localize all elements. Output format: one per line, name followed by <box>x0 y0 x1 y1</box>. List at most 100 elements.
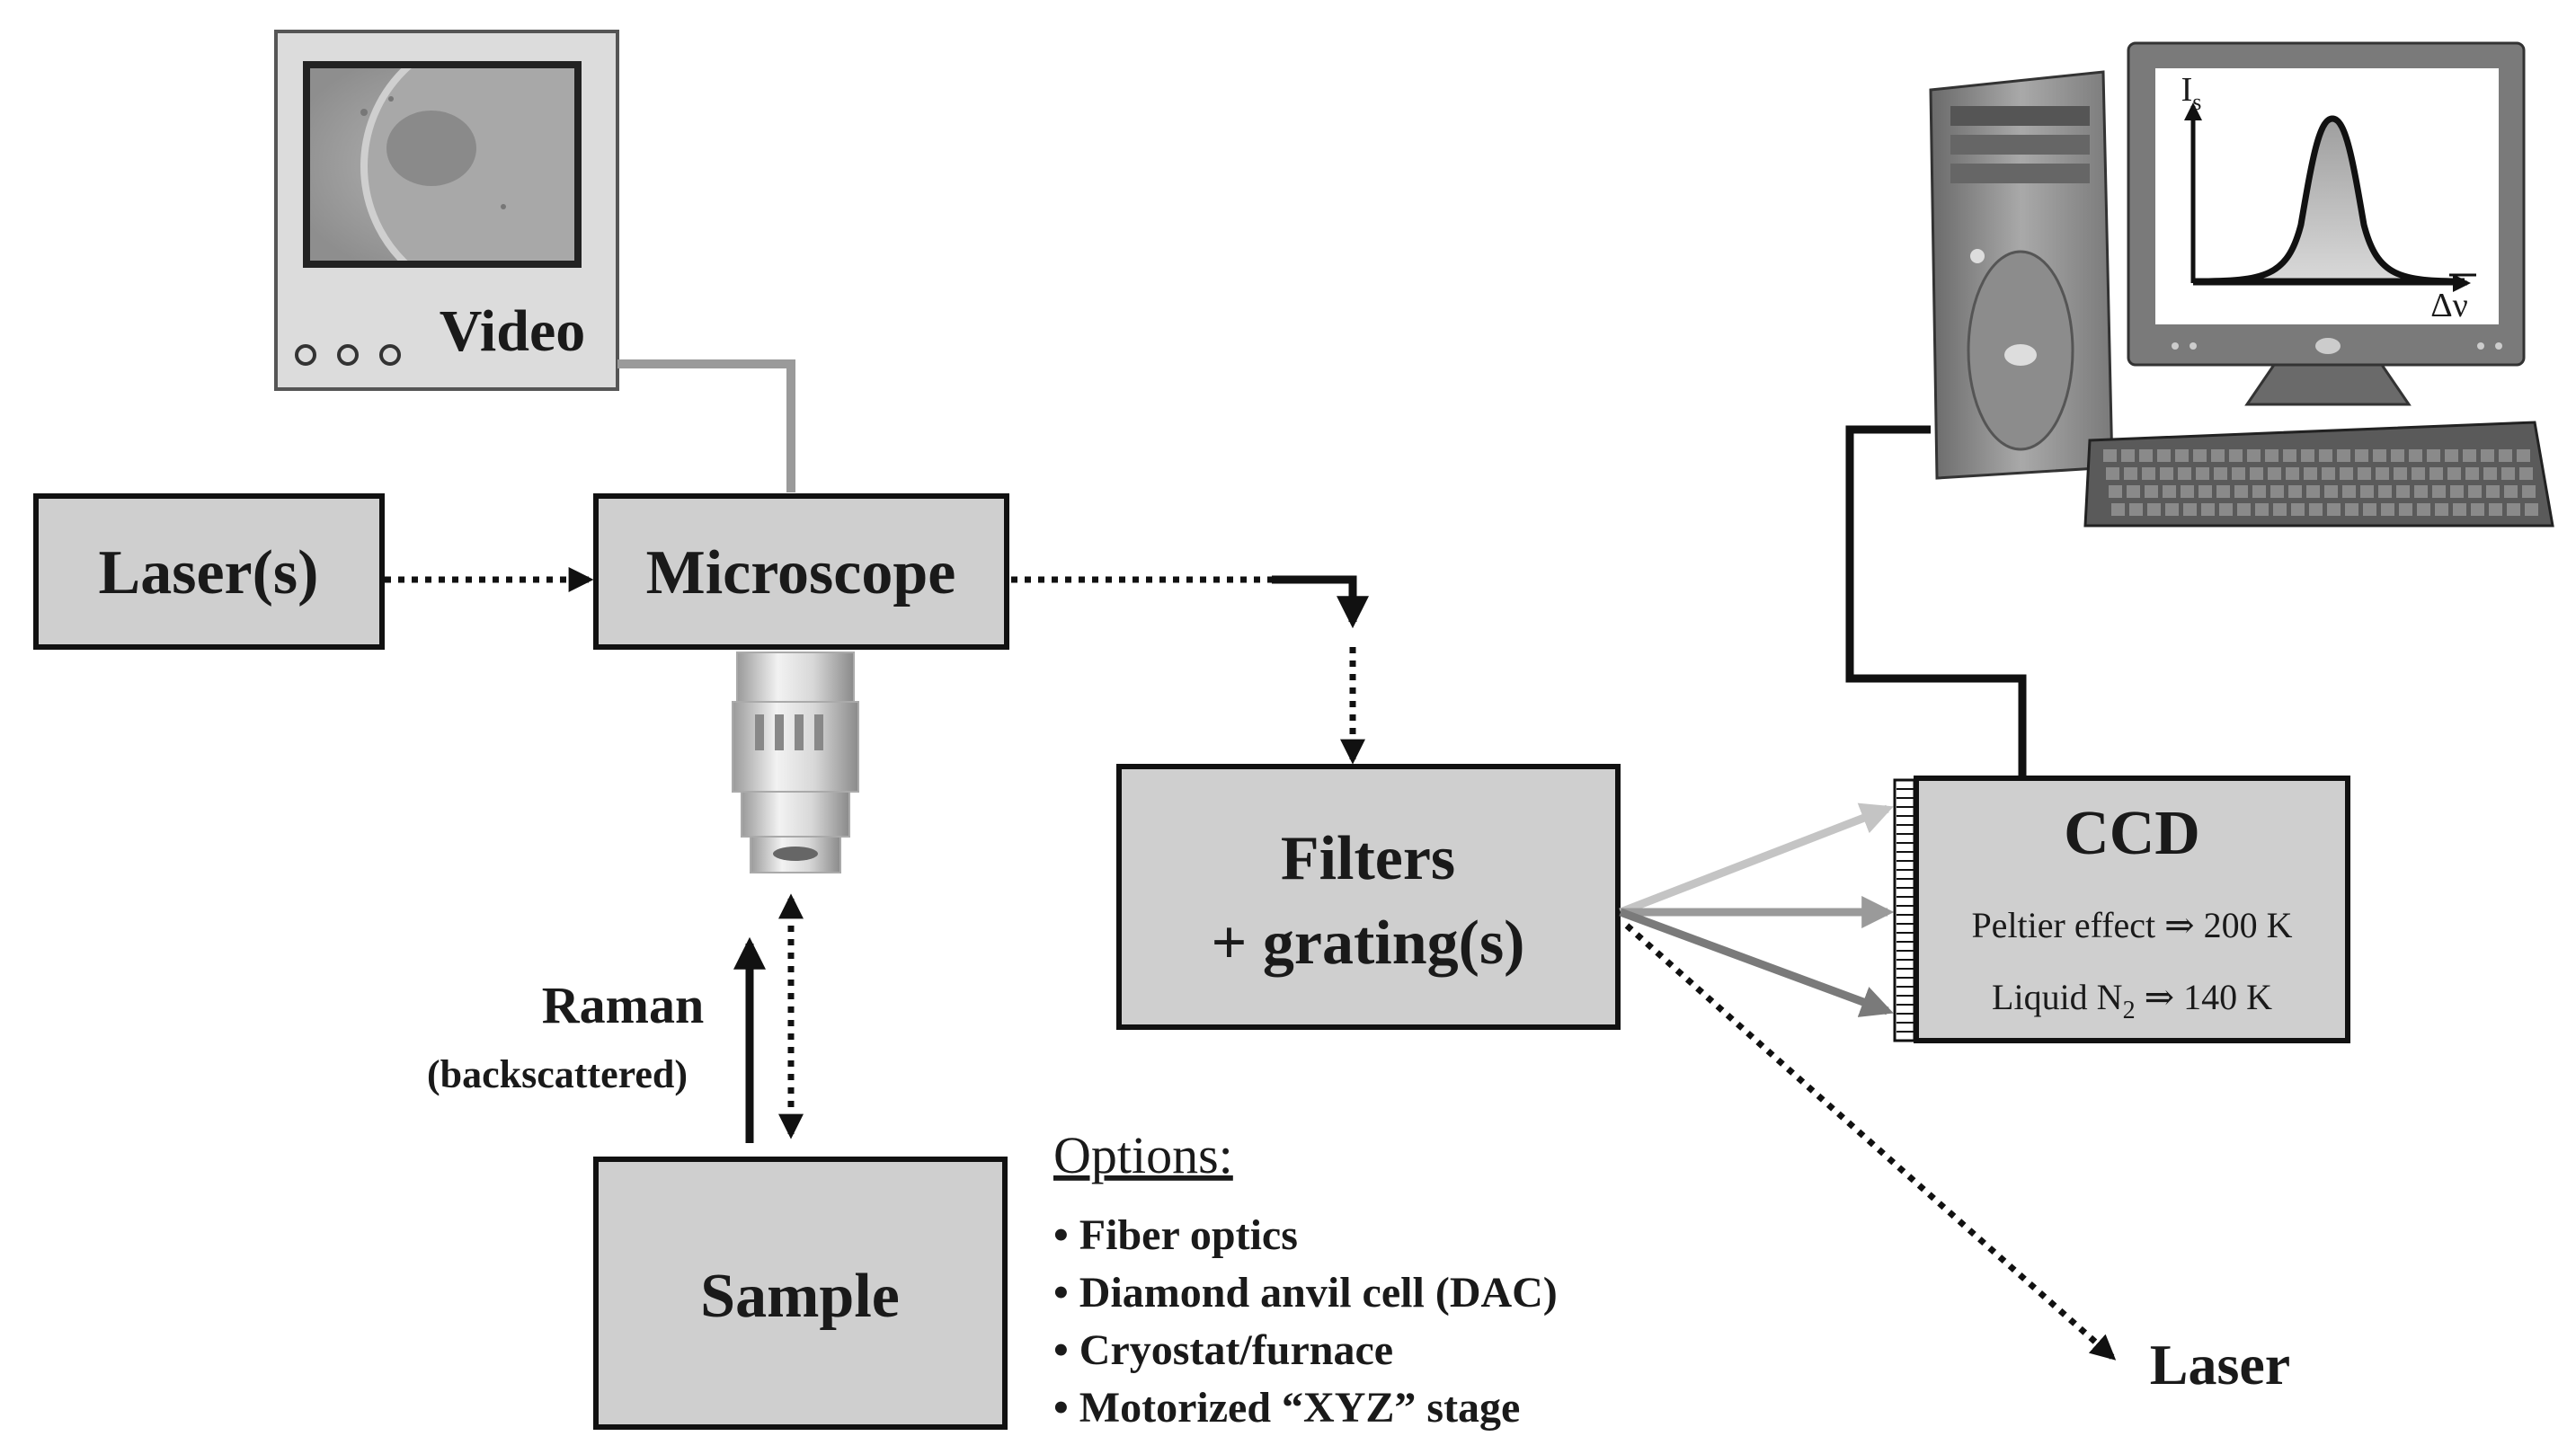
sample-box: Sample <box>593 1157 1008 1430</box>
keyboard-key <box>2363 503 2376 516</box>
keyboard-key <box>2160 467 2173 480</box>
keyboard-key <box>2214 467 2227 480</box>
keyboard-key <box>2273 503 2287 516</box>
keyboard-key <box>2127 485 2140 498</box>
keyboard-key <box>2193 449 2207 462</box>
keyboard-key <box>2265 449 2278 462</box>
raman-label: Raman <box>542 976 704 1034</box>
keyboard-key <box>2103 449 2117 462</box>
keyboard-key <box>2319 449 2332 462</box>
microscope-output-bend <box>1272 575 1369 629</box>
keyboard-key <box>2196 467 2209 480</box>
option-item: • Fiber optics <box>1053 1211 1298 1259</box>
keyboard-key <box>2463 449 2476 462</box>
keyboard-key <box>2229 449 2243 462</box>
keyboard-key <box>2522 485 2536 498</box>
keyboard-key <box>2391 449 2404 462</box>
keyboard-key <box>2417 503 2430 516</box>
keyboard-key <box>2504 485 2518 498</box>
keyboard-icon <box>2083 421 2554 528</box>
keyboard-key <box>2109 485 2122 498</box>
ccd-peltier-text: Peltier effect ⇒ 200 K <box>1971 905 2292 945</box>
raman-sublabel: (backscattered) <box>427 1052 688 1096</box>
options-list: Options: • Fiber optics • Diamond anvil … <box>1053 1126 1558 1432</box>
keyboard-key <box>2219 503 2233 516</box>
keyboard-key <box>2447 467 2461 480</box>
keyboard-key <box>2481 449 2494 462</box>
video-label: Video <box>440 298 586 364</box>
keyboard-key <box>2340 467 2353 480</box>
keyboard-key <box>2394 467 2407 480</box>
keyboard-key <box>2499 449 2512 462</box>
keyboard-keys <box>2103 449 2538 516</box>
monitor-icon <box>303 61 582 268</box>
keyboard-key <box>2165 503 2179 516</box>
keyboard-key <box>2465 467 2479 480</box>
keyboard-key <box>2198 485 2212 498</box>
keyboard-key <box>2211 449 2225 462</box>
keyboard-key <box>2250 467 2263 480</box>
keyboard-key <box>2450 485 2464 498</box>
dispersed-beam-long-wavelength <box>1619 908 1894 1017</box>
option-item: • Cryostat/furnace <box>1053 1326 1393 1374</box>
keyboard-key <box>2355 449 2368 462</box>
keyboard-key <box>2427 449 2440 462</box>
knob-icon <box>295 344 316 366</box>
keyboard-key <box>2360 485 2374 498</box>
keyboard-key <box>2501 467 2515 480</box>
keyboard-key <box>2378 485 2392 498</box>
video-cable <box>617 359 795 492</box>
options-title: Options: <box>1053 1126 1233 1184</box>
keyboard-key <box>2124 467 2137 480</box>
ccd-computer-cable <box>1845 425 2027 778</box>
ccd-detector-box: CCD Peltier effect ⇒ 200 K Liquid N2 ⇒ 1… <box>1893 776 2350 1043</box>
option-item: • Motorized “XYZ” stage <box>1053 1384 1520 1432</box>
keyboard-key <box>2483 467 2497 480</box>
keyboard-key <box>2129 503 2143 516</box>
keyboard-key <box>2201 503 2215 516</box>
spectrum-y-label: Is <box>2181 71 2202 115</box>
keyboard-key <box>2283 449 2296 462</box>
keyboard-key <box>2435 503 2448 516</box>
keyboard-key <box>2288 485 2302 498</box>
keyboard-key <box>2376 467 2389 480</box>
keyboard-key <box>2270 485 2284 498</box>
keyboard-key <box>2445 449 2458 462</box>
keyboard-key <box>2396 485 2410 498</box>
keyboard-key <box>2468 485 2482 498</box>
keyboard-key <box>2157 449 2171 462</box>
ccd-pixel-rows <box>1896 788 1914 1033</box>
keyboard-key <box>2147 503 2161 516</box>
sample-label: Sample <box>700 1262 900 1331</box>
keyboard-key <box>2306 485 2320 498</box>
spectrum-x-label: Δν <box>2430 287 2468 324</box>
keyboard-key <box>2519 467 2533 480</box>
keyboard-key <box>2145 485 2158 498</box>
keyboard-key <box>2337 449 2350 462</box>
keyboard-key <box>2304 467 2317 480</box>
keyboard-key <box>2412 467 2425 480</box>
keyboard-key <box>2322 467 2335 480</box>
grating-label: + grating(s) <box>1211 909 1524 978</box>
knob-icon <box>379 344 401 366</box>
keyboard-key <box>2373 449 2386 462</box>
keyboard-key <box>2381 503 2394 516</box>
keyboard-key <box>2399 503 2412 516</box>
keyboard-key <box>2268 467 2281 480</box>
keyboard-key <box>2181 485 2194 498</box>
filters-label: Filters <box>1281 824 1455 893</box>
keyboard-key <box>2142 467 2155 480</box>
keyboard-key <box>2247 449 2261 462</box>
spectrum-peak <box>2194 115 2465 285</box>
keyboard-key <box>2234 485 2248 498</box>
keyboard-key <box>2175 449 2189 462</box>
keyboard-key <box>2139 449 2153 462</box>
desktop-computer-icon <box>1929 41 2526 480</box>
laser-source-box: Laser(s) <box>33 493 385 650</box>
spectrum-plot: Is Δν <box>2181 71 2476 324</box>
keyboard-key <box>2327 503 2341 516</box>
keyboard-key <box>2453 503 2466 516</box>
keyboard-key <box>2121 449 2135 462</box>
keyboard-key <box>2471 503 2484 516</box>
